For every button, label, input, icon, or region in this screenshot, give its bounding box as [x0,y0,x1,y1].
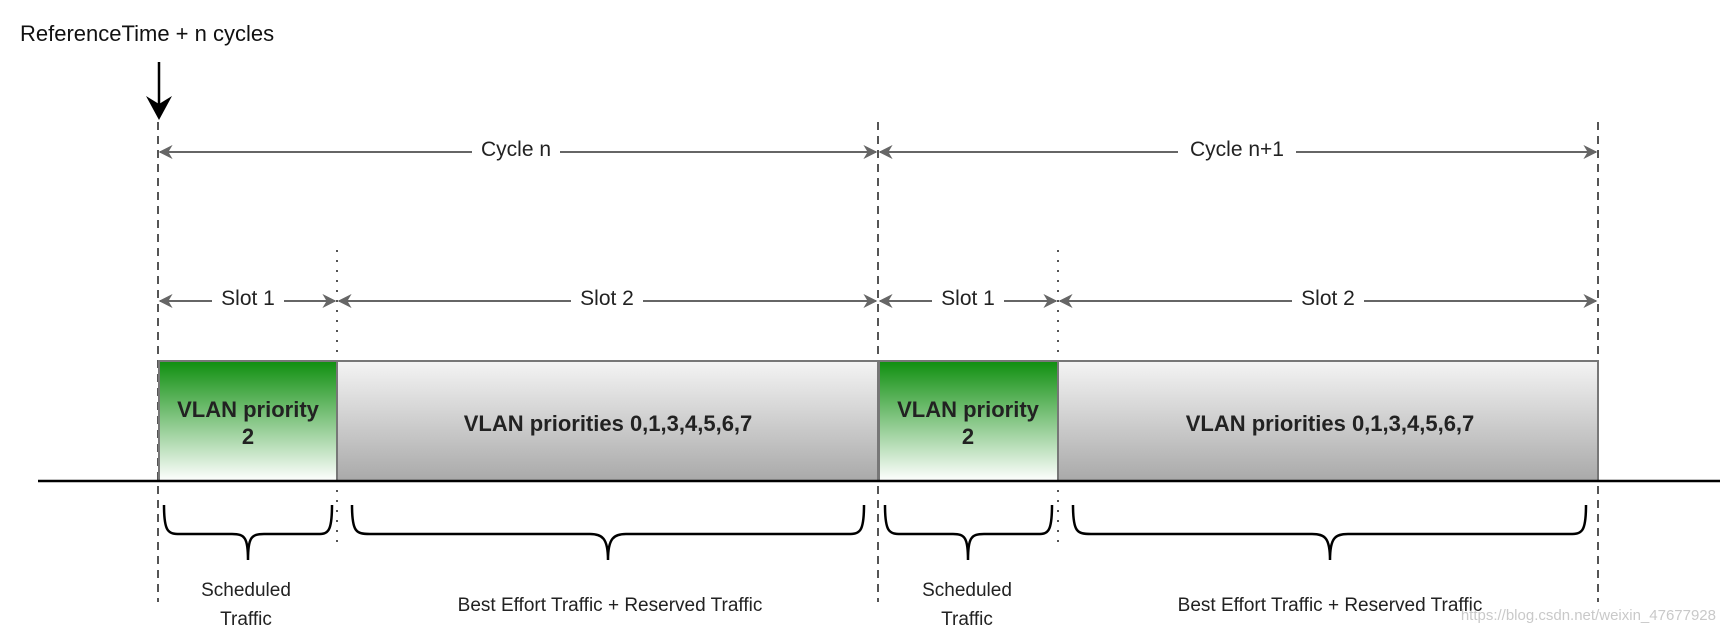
traffic-label: Traffic [220,609,272,630]
slot-label: Slot 1 [941,287,995,310]
scheduled-block [158,360,338,482]
cycle-n-label: Cycle n [481,138,551,161]
scheduled-block-text: VLAN priority [897,397,1040,422]
best-effort-block-text: VLAN priorities 0,1,3,4,5,6,7 [464,411,753,436]
traffic-label: Traffic [941,609,993,630]
traffic-label: Best Effort Traffic + Reserved Traffic [1178,595,1483,616]
slot-label: Slot 1 [221,287,275,310]
traffic-label: Scheduled [922,580,1012,601]
traffic-label: Scheduled [201,580,291,601]
scheduled-block-text: 2 [242,424,254,449]
traffic-label: Best Effort Traffic + Reserved Traffic [458,595,763,616]
best-effort-block [1057,360,1599,482]
reference-time-arrowhead [146,96,172,120]
traffic-brace [1071,504,1588,561]
slot-label: Slot 2 [580,287,634,310]
traffic-brace [350,504,866,561]
slot-label: Slot 2 [1301,287,1355,310]
watermark: https://blog.csdn.net/weixin_47677928 [1461,607,1716,624]
scheduled-block-text: 2 [962,424,974,449]
scheduled-block-text: VLAN priority [177,397,320,422]
reference-time-label: ReferenceTime + n cycles [20,21,274,46]
best-effort-block-text: VLAN priorities 0,1,3,4,5,6,7 [1186,411,1475,436]
traffic-brace [883,504,1054,561]
cycle-n1-label: Cycle n+1 [1190,138,1284,161]
traffic-brace [162,504,334,561]
